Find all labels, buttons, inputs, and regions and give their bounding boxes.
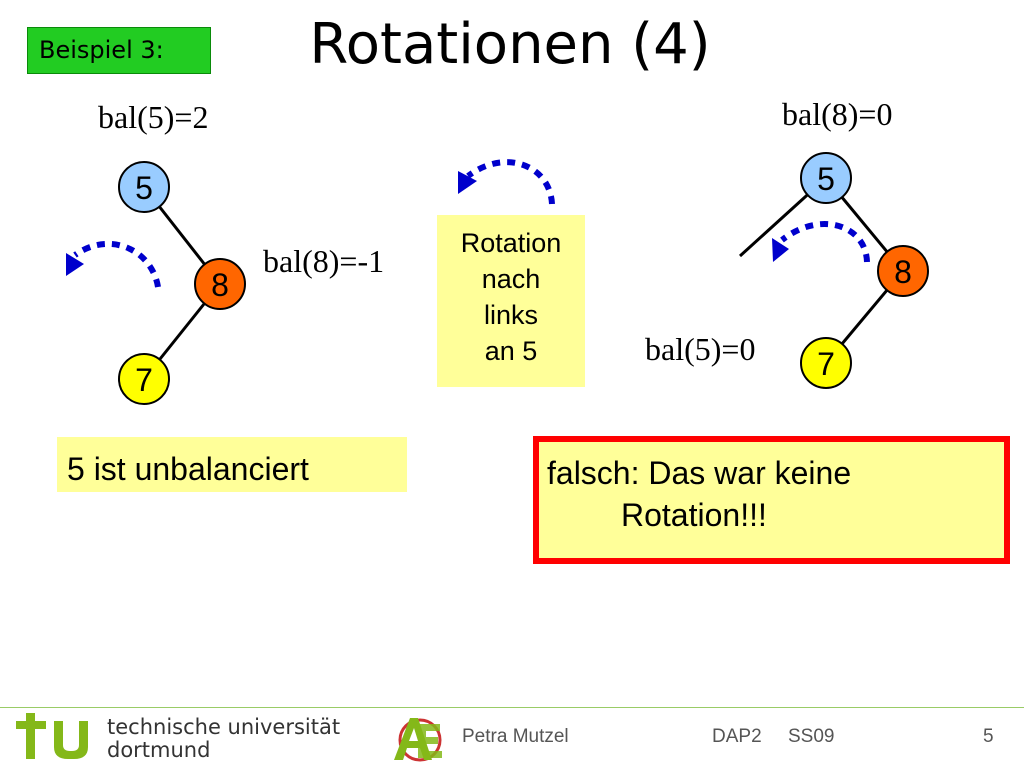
left-node-7: 7	[118, 353, 170, 405]
tu-logo-icon	[16, 713, 88, 759]
left-node-5: 5	[118, 161, 170, 213]
right-rotation-arrow	[780, 221, 870, 263]
right-node-7: 7	[800, 337, 852, 389]
wrong-note: falsch: Das war keine Rotation!!!	[533, 436, 1010, 564]
wrong-note-line-1: falsch: Das war keine	[547, 455, 852, 491]
example-badge: Beispiel 3:	[27, 27, 211, 74]
slide-title: Rotationen (4)	[309, 12, 711, 77]
svg-text:8: 8	[894, 254, 912, 290]
svg-text:5: 5	[135, 170, 153, 206]
rotation-line-1: Rotation	[460, 228, 562, 258]
rotation-box: Rotation nach links an 5	[437, 215, 585, 387]
left-rotation-arrow	[73, 240, 161, 288]
rotation-line-3: links	[483, 300, 538, 330]
tree-diagram: 5 8 7 5 8 7	[66, 152, 929, 405]
rotation-line-4: an 5	[484, 336, 538, 366]
university-line-2: dortmund	[107, 738, 211, 762]
footer-course: DAP2	[712, 726, 762, 747]
left-bal-root-label: bal(5)=2	[98, 99, 209, 135]
university-name: technische universität dortmund	[107, 716, 340, 762]
svg-text:7: 7	[817, 346, 835, 382]
left-bal-child-label: bal(8)=-1	[263, 243, 385, 279]
svg-text:7: 7	[135, 362, 153, 398]
unbalanced-note: 5 ist unbalanciert	[57, 437, 407, 492]
middle-rotation-arrowhead-icon	[458, 171, 477, 194]
right-bal-root-label: bal(8)=0	[782, 96, 893, 132]
university-line-1: technische universität	[107, 715, 341, 739]
rotation-line-2: nach	[481, 264, 541, 294]
footer-divider	[0, 707, 1024, 708]
middle-rotation-arrow	[466, 159, 555, 205]
right-rotation-arrowhead-icon	[772, 238, 789, 262]
right-node-5: 5	[800, 152, 852, 204]
left-node-8: 8	[194, 258, 246, 310]
svg-text:5: 5	[817, 161, 835, 197]
footer-term: SS09	[788, 726, 835, 747]
left-rotation-arrowhead-icon	[66, 253, 84, 276]
svg-text:8: 8	[211, 267, 229, 303]
ae-logo-icon	[394, 718, 442, 762]
footer-author: Petra Mutzel	[462, 726, 569, 747]
right-bal-child-label: bal(5)=0	[645, 331, 756, 367]
wrong-note-line-2: Rotation!!!	[621, 497, 767, 533]
page-number: 5	[983, 726, 994, 747]
right-node-8: 8	[877, 245, 929, 297]
